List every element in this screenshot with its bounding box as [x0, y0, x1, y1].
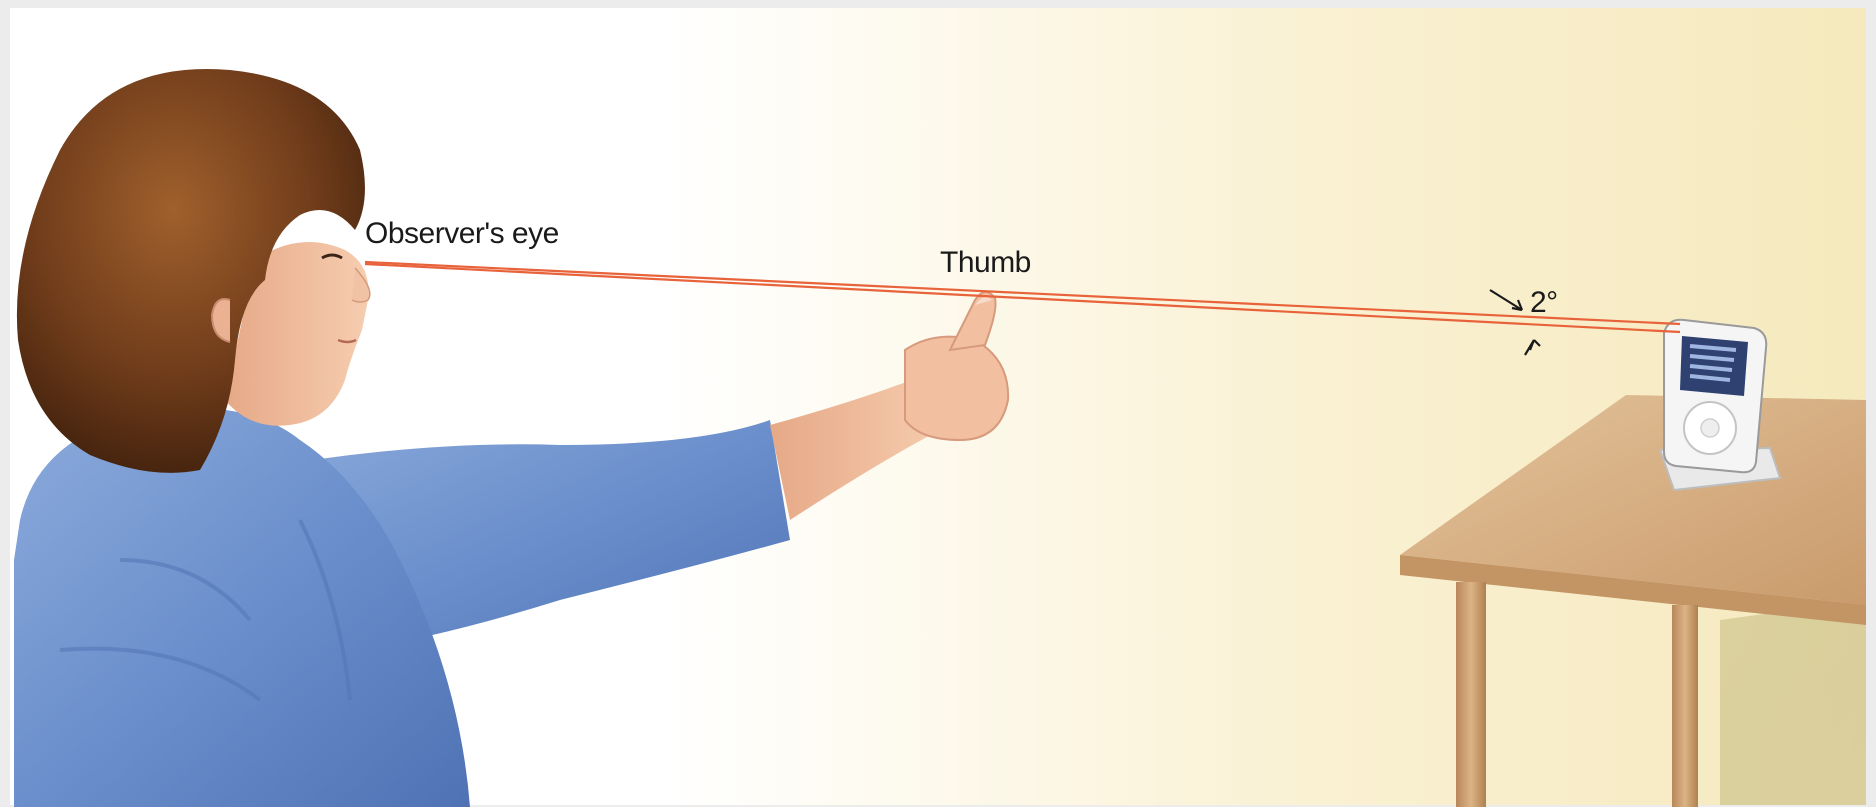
table-shadow — [1720, 600, 1866, 805]
table-leg-left — [1456, 582, 1486, 807]
angle-label: 2° — [1530, 286, 1558, 319]
music-player-icon — [1660, 320, 1780, 490]
thumb-label: Thumb — [940, 246, 1031, 279]
observer-eye-label: Observer's eye — [365, 217, 559, 250]
device-center-button — [1701, 419, 1719, 437]
table-leg-right — [1672, 605, 1698, 807]
